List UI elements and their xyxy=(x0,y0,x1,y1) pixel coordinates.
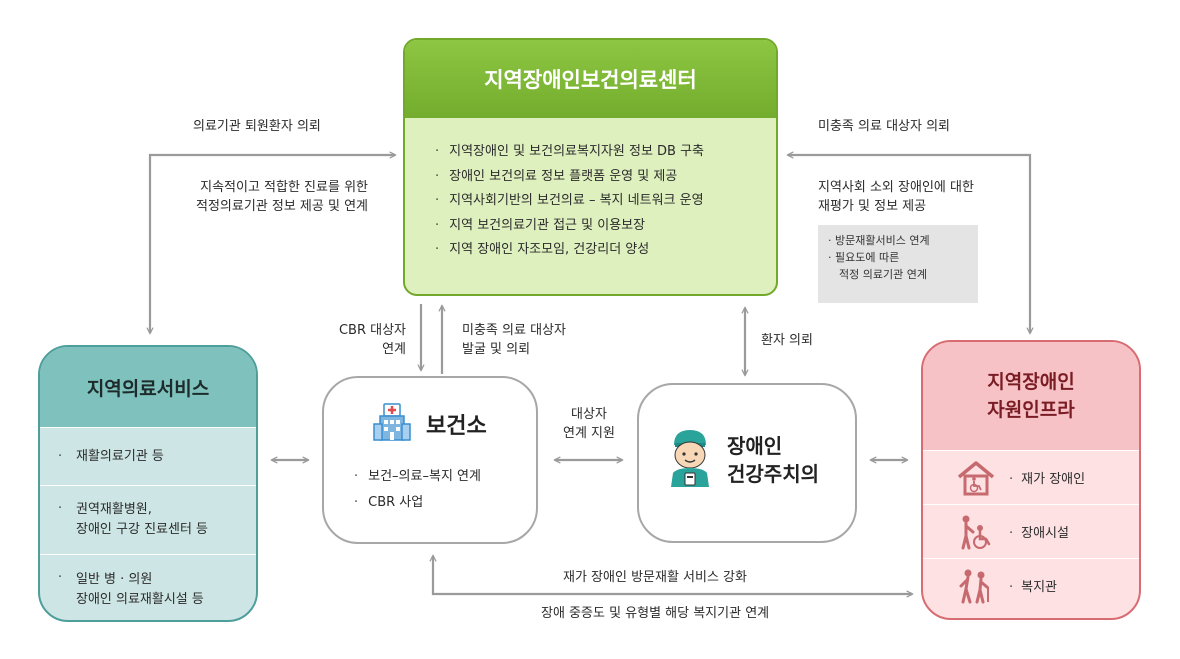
resource-item: 복지관 xyxy=(923,558,1139,612)
resource-item-label: 재가 장애인 xyxy=(1009,468,1085,487)
label-line: 재평가 및 정보 제공 xyxy=(818,199,927,214)
home-wheelchair-icon xyxy=(955,457,997,499)
disabled-resource-infra-box: 지역장애인 자원인프라 재가 장애인 장애시설 xyxy=(921,340,1141,620)
item-line: 일반 병 · 의원 xyxy=(76,571,153,587)
regional-center-item: 지역 보건의료기관 접근 및 이용보장 xyxy=(435,214,776,239)
health-center-item: 보건–의료–복지 연계 xyxy=(354,464,481,490)
health-center-box: 보건소 보건–의료–복지 연계 CBR 사업 xyxy=(322,376,538,544)
label-line: 적정의료기관 정보 제공 및 연계 xyxy=(195,199,368,214)
label-target-support: 대상자 연계 지원 xyxy=(552,405,626,443)
resource-item: 장애시설 xyxy=(923,504,1139,558)
doctor-icon xyxy=(665,427,715,493)
medical-service-item: · 재활의료기관 등 xyxy=(40,427,256,485)
resource-infra-title: 자원인프라 xyxy=(987,399,1075,421)
resource-infra-title: 지역장애인 xyxy=(987,371,1075,393)
note-line: 적정 의료기관 연계 xyxy=(839,268,927,281)
arrow-bottom xyxy=(429,554,914,598)
label-cbr: CBR 대상자 연계 xyxy=(316,321,406,359)
regional-center-header: 지역장애인보건의료센터 xyxy=(405,40,776,118)
label-line: 미충족 의료 대상자 xyxy=(462,323,566,338)
doctor-heading: 장애인 건강주치의 xyxy=(727,432,819,488)
note-line: · 방문재활서비스 연계 xyxy=(828,234,930,247)
arrow-center-to-left xyxy=(146,151,397,335)
bullet: · xyxy=(58,501,63,517)
health-center-item: CBR 사업 xyxy=(354,490,481,516)
bullet: · xyxy=(58,570,63,586)
label-line: CBR 대상자 xyxy=(338,323,406,338)
health-center-list: 보건–의료–복지 연계 CBR 사업 xyxy=(354,464,481,516)
medical-service-item: · 권역재활병원, 장애인 구강 진료센터 등 xyxy=(40,485,256,554)
arrow-center-to-right xyxy=(786,151,1034,335)
health-center-heading: 보건소 xyxy=(372,402,487,446)
label-line: 발굴 및 의뢰 xyxy=(462,342,531,357)
resource-item: 재가 장애인 xyxy=(923,450,1139,504)
item-line: 재활의료기관 등 xyxy=(76,448,164,464)
label-welfare-link: 장애 중증도 및 유형별 해당 복지기관 연계 xyxy=(541,606,770,621)
regional-center-title: 지역장애인보건의료센터 xyxy=(484,68,697,92)
label-unmet-referral: 미충족 의료 대상자 의뢰 xyxy=(818,119,950,134)
service-note-box: · 방문재활서비스 연계 · 필요도에 따른 적정 의료기관 연계 xyxy=(818,225,978,303)
regional-medical-service-box: 지역의료서비스 · 재활의료기관 등 · 권역재활병원, 장애인 구강 진료센터… xyxy=(38,345,258,622)
resource-item-label: 장애시설 xyxy=(1009,522,1069,541)
label-line: 지속적이고 적합한 진료를 위한 xyxy=(200,180,368,195)
caregiver-wheelchair-icon xyxy=(955,511,997,553)
label-appropriate-care: 지속적이고 적합한 진료를 위한 적정의료기관 정보 제공 및 연계 xyxy=(160,178,368,216)
health-center-title: 보건소 xyxy=(426,414,487,439)
label-patient-referral: 환자 의뢰 xyxy=(761,333,813,348)
regional-center-item: 지역사회기반의 보건의료 – 복지 네트워크 운영 xyxy=(435,189,776,214)
regional-medical-service-header: 지역의료서비스 xyxy=(40,347,256,427)
bullet: · xyxy=(58,448,63,464)
regional-center-box: 지역장애인보건의료센터 지역장애인 및 보건의료복지자원 정보 DB 구축 장애… xyxy=(403,38,778,296)
note-line: · 필요도에 따른 xyxy=(828,251,900,264)
elderly-people-icon xyxy=(955,565,997,607)
doctor-title: 건강주치의 xyxy=(727,462,819,486)
resource-infra-header: 지역장애인 자원인프라 xyxy=(923,342,1139,450)
label-line: 연계 지원 xyxy=(563,426,615,441)
hospital-building-icon xyxy=(372,402,412,446)
item-line: 장애인 구강 진료센터 등 xyxy=(76,522,208,537)
doctor-title: 장애인 xyxy=(727,434,783,458)
regional-center-item: 지역장애인 및 보건의료복지자원 정보 DB 구축 xyxy=(435,140,776,165)
label-reevaluation: 지역사회 소외 장애인에 대한 재평가 및 정보 제공 xyxy=(818,178,974,216)
regional-center-item: 지역 장애인 자조모임, 건강리더 양성 xyxy=(435,238,776,263)
primary-doctor-box: 장애인 건강주치의 xyxy=(637,383,857,543)
label-home-rehab: 재가 장애인 방문재활 서비스 강화 xyxy=(563,570,747,585)
resource-item-label: 복지관 xyxy=(1009,576,1057,595)
label-discharge-referral: 의료기관 퇴원환자 의뢰 xyxy=(193,119,321,134)
regional-center-item: 장애인 보건의료 정보 플랫폼 운영 및 제공 xyxy=(435,165,776,190)
medical-service-item: · 일반 병 · 의원 장애인 의료재활시설 등 xyxy=(40,554,256,620)
label-line: 연계 xyxy=(382,342,406,357)
label-unmet-discovery: 미충족 의료 대상자 발굴 및 의뢰 xyxy=(462,321,566,359)
regional-center-list: 지역장애인 및 보건의료복지자원 정보 DB 구축 장애인 보건의료 정보 플랫… xyxy=(405,118,776,263)
item-line: 장애인 의료재활시설 등 xyxy=(76,591,204,607)
label-line: 지역사회 소외 장애인에 대한 xyxy=(818,180,974,195)
label-line: 대상자 xyxy=(571,407,607,422)
regional-medical-service-title: 지역의료서비스 xyxy=(86,377,210,400)
item-line: 권역재활병원, xyxy=(76,502,152,517)
